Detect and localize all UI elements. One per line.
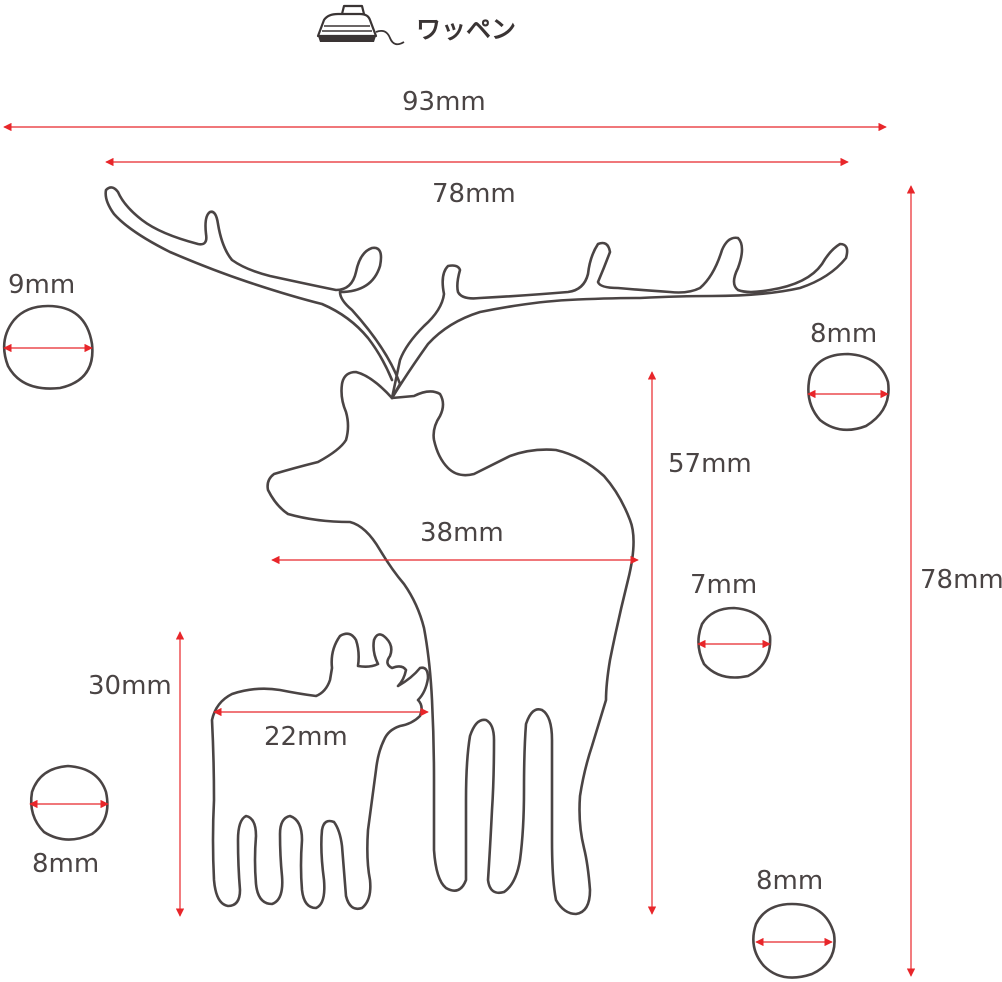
left-antler <box>104 186 402 400</box>
circle-right-bottom-label: 8mm <box>756 866 823 896</box>
fawn-outline <box>210 632 430 911</box>
deer-body-width-label: 38mm <box>420 518 504 548</box>
circle-left-bottom <box>29 764 109 841</box>
circle-left-top <box>2 304 94 390</box>
deer-height-label: 57mm <box>668 449 752 479</box>
circle-left-top-label: 9mm <box>8 270 75 300</box>
circle-right-bottom <box>752 902 836 979</box>
overall-height-label: 78mm <box>920 565 1002 595</box>
circle-middle-right <box>697 606 772 679</box>
antler-width-label: 78mm <box>432 179 516 209</box>
circle-right-top-label: 8mm <box>810 319 877 349</box>
circle-right-top <box>807 352 890 432</box>
fawn-body <box>210 632 430 911</box>
patch-title: ワッペン <box>416 15 516 44</box>
adult-deer-outline <box>104 186 849 916</box>
overall-width-label: 93mm <box>402 87 486 117</box>
iron-icon <box>316 4 405 46</box>
circle-left-bottom-label: 8mm <box>32 849 99 879</box>
fawn-height-label: 30mm <box>88 671 172 701</box>
fawn-body-width-label: 22mm <box>264 722 348 752</box>
right-antler <box>390 236 849 400</box>
circle-middle-right-label: 7mm <box>690 570 757 600</box>
adult-deer-body <box>266 370 635 916</box>
